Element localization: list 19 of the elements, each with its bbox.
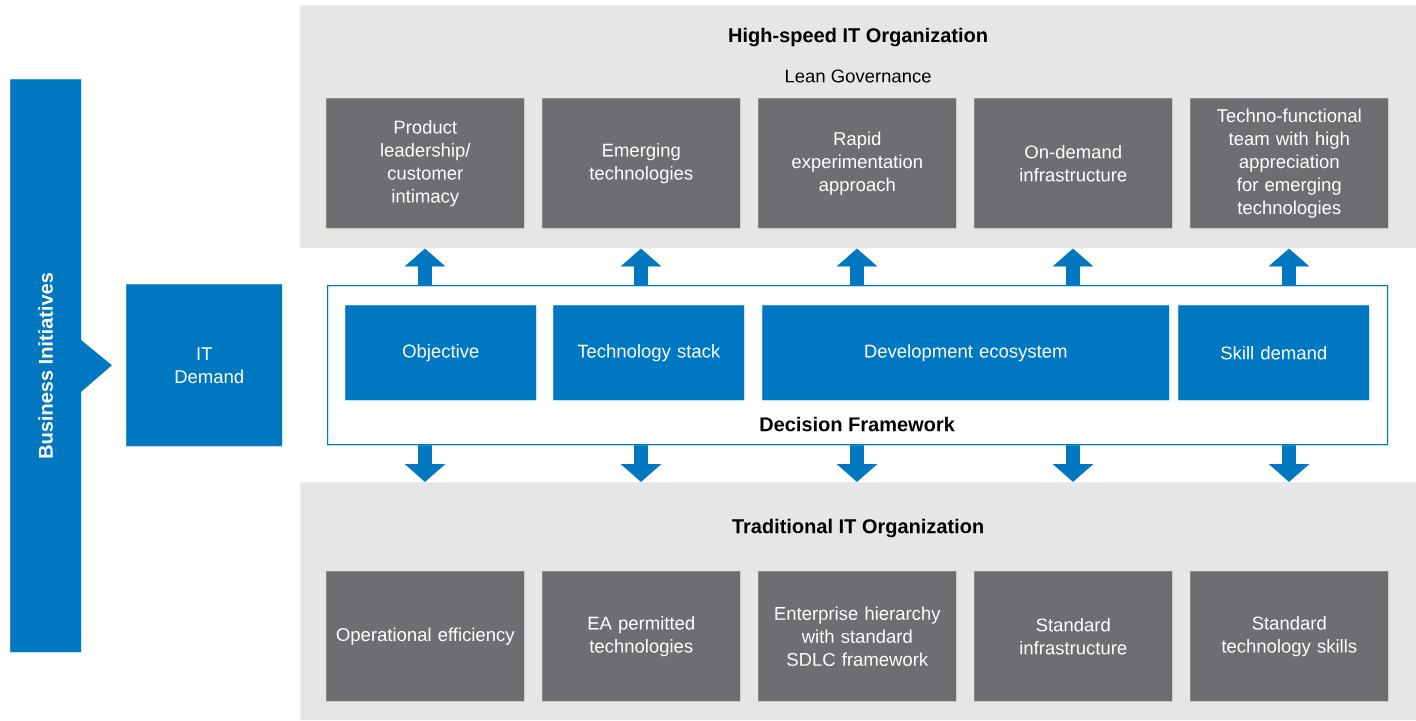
panel-subheading: Lean Governance [786,69,931,83]
process-box: Standard technology skills [1190,571,1389,702]
panel-heading: High-speed IT Organization [729,27,987,47]
process-box: Techno-functional team with high appreciation for emerging technologies [1190,98,1389,229]
process-box: Enterprise hierarchy with standard SDLC framework [758,571,957,702]
process-box: IT Demand [126,284,283,447]
process-box: Emerging technologies [542,98,741,229]
process-box: Skill demand [1178,305,1370,401]
process-box: Rapid experimentation approach [758,98,957,229]
process-box: Development ecosystem [762,305,1170,401]
process-box: EA permitted technologies [542,571,741,702]
panel-heading: Traditional IT Organization [732,518,983,538]
process-box: Operational efficiency [326,571,525,702]
process-box: On-demand infrastructure [974,98,1173,229]
process-box: Standard infrastructure [974,571,1173,702]
process-box: Technology stack [553,305,745,401]
process-box: Product leadership/ customer intimacy [326,98,525,229]
process-box: Objective [345,305,537,401]
pointer-arrow [79,338,112,393]
